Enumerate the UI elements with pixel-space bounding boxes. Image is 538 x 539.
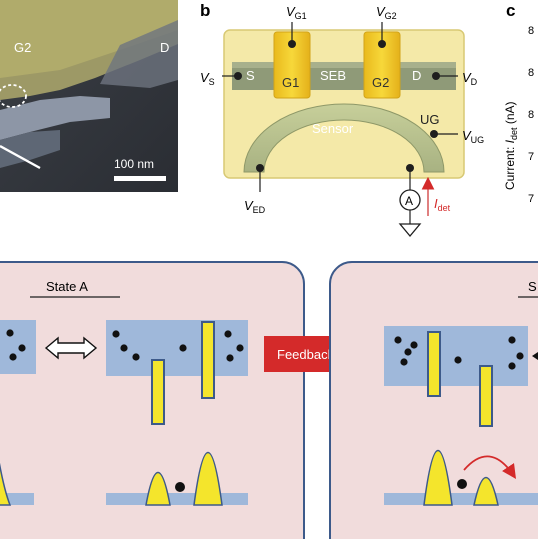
barrier-peak [423,450,453,506]
label-vg2: VG2 [376,4,397,21]
ground-icon [398,223,422,238]
tick-label: 8 [528,109,534,121]
sem-label-g2: G2 [14,40,31,55]
tick-label: 7 [528,151,534,163]
electron-dot [457,479,467,489]
barrier-peak [0,462,12,506]
label-d: D [412,68,421,83]
tick-label: 7 [528,193,534,205]
label-ug: UG [420,112,440,127]
electron-dot [175,482,185,492]
label-ammeter: A [405,194,413,208]
panel-b-device-schematic: b S G1 SEB G2 D VG1 VG2 VS VD Sensor U [200,1,484,238]
label-vug: VUG [462,128,484,145]
label-ved: VED [244,198,266,215]
gate-bar-lower [479,365,493,427]
double-arrow-icon [44,336,98,360]
panel-c-ylabel: Current: Idet (nA) [503,101,519,190]
gate-bar-upper [427,331,441,397]
label-g2: G2 [372,75,389,90]
panel-b-letter: b [200,1,210,20]
panel-a-sem-image: G2 D 100 nm [0,0,178,192]
scale-bar [114,176,166,181]
channel-box-right [384,326,528,386]
channel-box-left [0,320,36,374]
gate-bar-upper [201,321,215,399]
panel-c-letter: c [506,1,515,20]
scale-bar-label: 100 nm [114,157,154,171]
gate-bar-lower [151,359,165,425]
sem-label-d: D [160,40,169,55]
tunnel-arrow-icon [463,455,516,479]
label-idet: Idet [434,196,451,213]
label-vs: VS [200,70,215,87]
label-g1: G1 [282,75,299,90]
dot-marker-circle [0,84,27,108]
label-vg1: VG1 [286,4,307,21]
channel-box-middle [106,320,248,376]
label-s: S [246,68,255,83]
state-a-title: State A [46,279,88,294]
state-b-title-fragment: S [528,279,537,294]
barrier-peak [145,471,171,506]
label-seb: SEB [320,68,346,83]
label-vd: VD [462,70,478,87]
state-a-panel: State A [0,261,305,539]
panel-c-chart-fragment: c Current: Idet (nA) 8 8 8 7 7 [503,1,534,205]
state-b-panel: S [329,261,538,539]
tick-label: 8 [528,67,534,79]
label-sensor: Sensor [312,121,354,136]
feedback-label: Feedback [277,347,335,362]
tick-label: 8 [528,25,534,37]
barrier-peak [193,452,223,506]
barrier-peak [473,476,499,506]
sensor-arc [243,103,445,173]
